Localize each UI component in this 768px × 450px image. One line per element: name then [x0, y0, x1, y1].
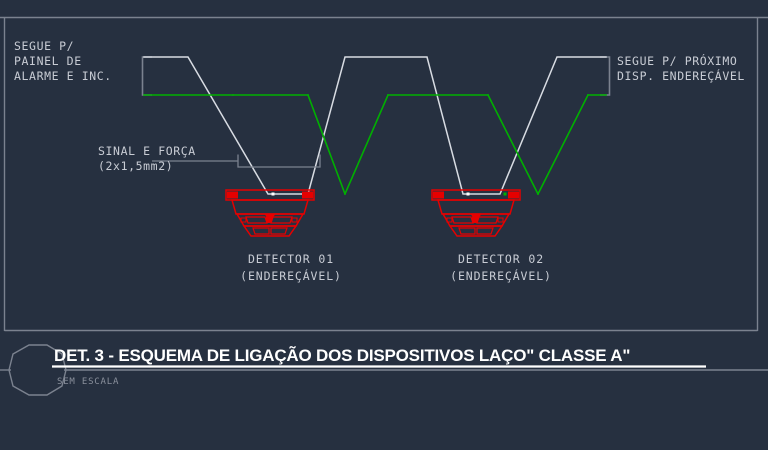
- detector-tab-left: [227, 191, 238, 199]
- wire-white-polyline[interactable]: [143, 56, 607, 195]
- detector-01-symbol[interactable]: [225, 189, 315, 237]
- detector-upper-body: [437, 199, 515, 215]
- cable-spec-note: SINAL E FORÇA (2x1,5mm2): [98, 144, 196, 173]
- detector-vent-slots: [240, 216, 298, 224]
- cable-callout-leader: [152, 154, 321, 168]
- detector-upper-body: [231, 199, 309, 215]
- detector-01-label-line-2: (ENDEREÇÁVEL): [240, 268, 342, 283]
- detector-02-label: DETECTOR 02 (ENDEREÇÁVEL): [450, 252, 552, 283]
- detector-tab-right: [508, 191, 519, 199]
- right-note-line-1: SEGUE P/ PRÓXIMO: [617, 53, 737, 68]
- title-block-scale: SEM ESCALA: [57, 377, 119, 387]
- left-note-line-2: PAINEL DE: [14, 54, 82, 68]
- right-note-line-2: DISP. ENDEREÇÁVEL: [617, 68, 745, 83]
- detector-02-label-line-1: DETECTOR 02: [458, 252, 544, 266]
- detector-02-symbol[interactable]: [431, 189, 521, 237]
- detector-tab-left: [433, 191, 444, 199]
- detector-01-label-line-1: DETECTOR 01: [248, 252, 334, 266]
- title-block-title: DET. 3 - ESQUEMA DE LIGAÇÃO DOS DISPOSIT…: [54, 345, 630, 365]
- wire-green-segment-6[interactable]: [486, 93, 540, 196]
- left-panel-note: SEGUE P/ PAINEL DE ALARME E INC.: [14, 39, 112, 83]
- wire-green-segment-7[interactable]: [536, 93, 590, 196]
- detector-02-label-line-2: (ENDEREÇÁVEL): [450, 268, 552, 283]
- wire-white-signal[interactable]: [143, 56, 607, 195]
- left-note-line-1: SEGUE P/: [14, 39, 74, 53]
- detector-01-label: DETECTOR 01 (ENDEREÇÁVEL): [240, 252, 342, 283]
- detector-lower-body: [242, 225, 298, 237]
- octagon-callout-icon: [8, 344, 67, 396]
- cable-note-line-2: (2x1,5mm2): [98, 159, 173, 173]
- detector-tab-right: [302, 191, 313, 199]
- wire-green-segment-4[interactable]: [343, 93, 390, 196]
- detector-bottom-chamber: [252, 227, 288, 235]
- viewport-frame: [0, 16, 768, 332]
- right-device-note: SEGUE P/ PRÓXIMO DISP. ENDEREÇÁVEL: [617, 53, 745, 83]
- left-note-line-3: ALARME E INC.: [14, 69, 112, 83]
- wire-green-segment-3[interactable]: [306, 93, 347, 196]
- wire-green-path-group[interactable]: [143, 93, 607, 196]
- title-block[interactable]: DET. 3 - ESQUEMA DE LIGAÇÃO DOS DISPOSIT…: [0, 344, 768, 396]
- detector-lower-body: [448, 225, 504, 237]
- detector-bottom-chamber: [458, 227, 494, 235]
- cable-note-line-1: SINAL E FORÇA: [98, 144, 196, 158]
- detector-vent-slots: [446, 216, 504, 224]
